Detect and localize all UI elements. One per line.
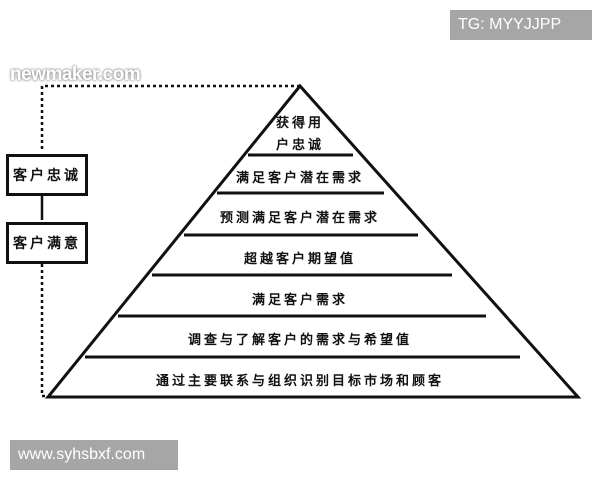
- pyramid-level-1-line1: 获得用: [275, 116, 324, 131]
- pyramid-outline: [44, 83, 582, 399]
- site-watermark: www.syhsbxf.com: [10, 440, 178, 470]
- pyramid-level-1-line2: 户忠诚: [275, 138, 324, 153]
- pyramid-level-3: 预测满足客户潜在需求: [219, 211, 380, 226]
- newmaker-logo-watermark: newmaker.com: [10, 64, 141, 85]
- dashed-connector-bottom: [40, 264, 50, 398]
- dashed-connector-top: [40, 84, 300, 152]
- pyramid-level-6: 调查与了解客户的需求与希望值: [187, 333, 412, 348]
- pyramid-level-4: 超越客户期望值: [243, 252, 356, 267]
- customer-satisfaction-box: 客户满意: [6, 222, 88, 264]
- pyramid-level-7: 通过主要联系与组织识别目标市场和顾客: [155, 374, 444, 389]
- pyramid-level-5: 满足客户需求: [251, 293, 348, 308]
- pyramid-level-2: 满足客户潜在需求: [235, 171, 364, 186]
- tg-watermark: TG: MYYJJPP: [450, 10, 592, 40]
- customer-loyalty-box: 客户忠诚: [6, 154, 88, 196]
